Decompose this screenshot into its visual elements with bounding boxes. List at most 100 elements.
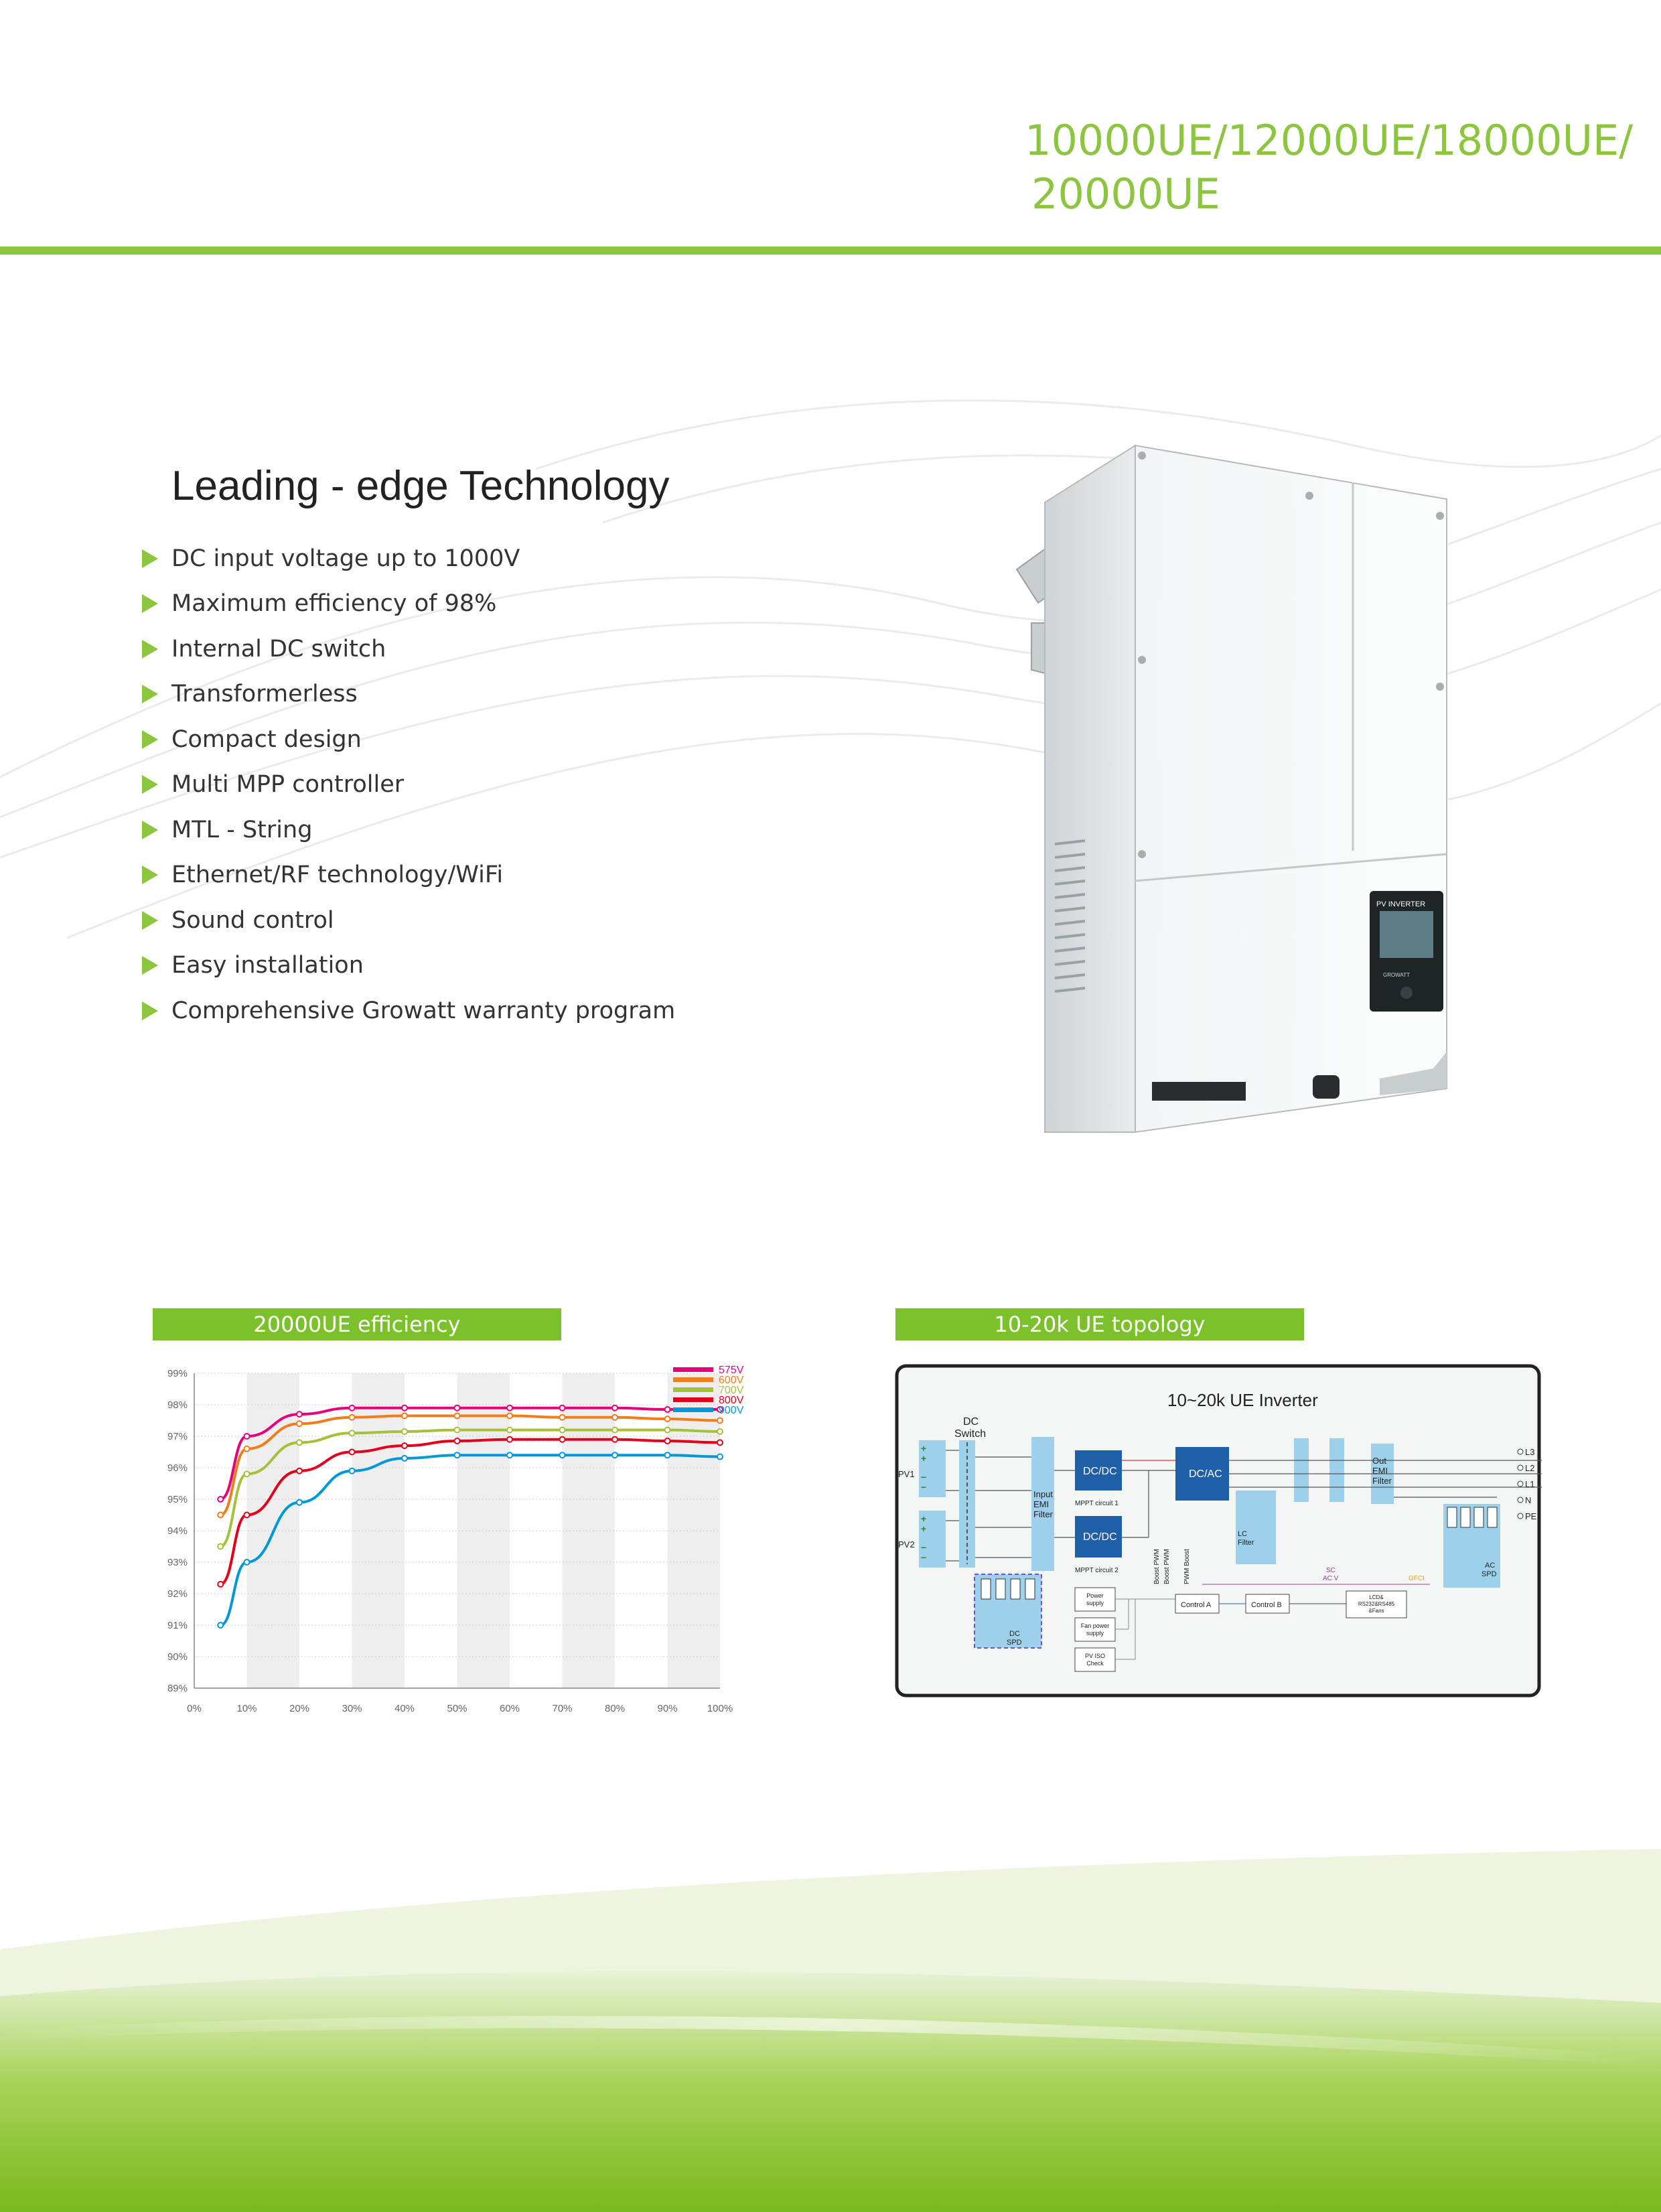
terminal-label: L2 <box>1525 1463 1534 1473</box>
svg-text:−: − <box>921 1542 926 1553</box>
inverter-product-image: PV INVERTER GROWATT <box>1015 444 1447 1133</box>
dcdc-label-1: DC/DC <box>1083 1466 1117 1477</box>
data-point <box>453 1452 461 1459</box>
fan-supply-box <box>1074 1617 1116 1642</box>
svg-text:+: + <box>921 1453 926 1464</box>
dcdc-block-2 <box>1075 1516 1122 1558</box>
terminal-dot <box>1517 1448 1524 1455</box>
data-point <box>453 1426 461 1434</box>
y-tick-label: 90% <box>167 1651 188 1663</box>
gfci-label: GFCI <box>1409 1575 1425 1582</box>
legend-swatch <box>673 1397 713 1402</box>
y-tick-label: 92% <box>167 1588 188 1600</box>
legend-label: 600V <box>719 1375 744 1386</box>
x-tick-label: 10% <box>236 1703 257 1714</box>
data-point <box>664 1426 671 1434</box>
legend-label: 575V <box>719 1365 744 1376</box>
data-point <box>559 1436 566 1443</box>
data-point <box>243 1433 250 1440</box>
series-line <box>220 1414 721 1517</box>
data-point <box>506 1426 513 1434</box>
data-point <box>296 1439 303 1446</box>
feature-item: Sound control <box>142 898 675 943</box>
data-point <box>243 1559 250 1566</box>
topology-label-bar: 10-20k UE topology <box>895 1308 1304 1340</box>
efficiency-label-bar: 20000UE efficiency <box>153 1308 561 1340</box>
feature-text: MTL - String <box>171 816 313 843</box>
data-point <box>611 1426 618 1434</box>
data-point <box>559 1452 566 1459</box>
bullet-triangle-icon <box>142 730 158 749</box>
data-point <box>664 1452 671 1459</box>
data-point <box>717 1439 723 1446</box>
data-point <box>348 1467 356 1474</box>
svg-text:−: − <box>921 1552 926 1563</box>
lc-filter-block <box>1236 1491 1276 1564</box>
feature-list: DC input voltage up to 1000V Maximum eff… <box>142 536 675 1034</box>
y-tick-label: 93% <box>167 1557 188 1568</box>
model-title: 10000UE/12000UE/18000UE/ 20000UE <box>1025 114 1633 221</box>
data-point <box>348 1413 356 1421</box>
chart-grid <box>194 1373 720 1689</box>
y-tick-label: 89% <box>167 1683 188 1694</box>
data-point <box>559 1426 566 1434</box>
terminal-label: N <box>1525 1495 1531 1505</box>
pv2-terminal-block <box>919 1511 946 1568</box>
features-heading: Leading - edge Technology <box>171 463 670 509</box>
series-line <box>220 1428 721 1548</box>
y-tick-label: 98% <box>167 1399 188 1411</box>
power-supply-box <box>1074 1587 1116 1612</box>
svg-text:+: + <box>921 1523 926 1534</box>
comm-box <box>1346 1590 1407 1618</box>
legend-swatch <box>673 1367 713 1372</box>
bullet-triangle-icon <box>142 910 158 930</box>
bullet-triangle-icon <box>142 956 158 975</box>
x-tick-label: 30% <box>342 1703 362 1714</box>
header-rule <box>0 247 1661 255</box>
x-tick-label: 20% <box>289 1703 309 1714</box>
data-point <box>217 1622 224 1629</box>
feature-item: DC input voltage up to 1000V <box>142 536 675 581</box>
brand-label: GROWATT <box>1383 972 1410 978</box>
feature-text: Transformerless <box>171 681 358 708</box>
data-point <box>611 1404 618 1411</box>
data-point <box>217 1543 224 1550</box>
data-point <box>559 1404 566 1411</box>
y-tick-label: 99% <box>167 1368 188 1379</box>
data-point <box>401 1428 408 1435</box>
data-point <box>453 1404 461 1411</box>
data-point <box>401 1404 408 1411</box>
feature-item: Easy installation <box>142 943 675 989</box>
x-tick-label: 40% <box>394 1703 415 1714</box>
x-tick-label: 100% <box>707 1703 733 1714</box>
x-tick-label: 0% <box>187 1703 202 1714</box>
efficiency-chart: 89%90%91%92%93%94%95%96%97%98%99%0%10%20… <box>167 1365 744 1714</box>
data-point <box>401 1412 408 1420</box>
data-point <box>453 1412 461 1420</box>
data-point <box>217 1580 224 1588</box>
data-point <box>296 1467 303 1474</box>
y-tick-label: 97% <box>167 1431 188 1442</box>
x-tick-label: 70% <box>552 1703 572 1714</box>
bullet-triangle-icon <box>142 594 158 614</box>
terminal-dot <box>1517 1480 1524 1487</box>
model-title-line2: 20000UE <box>1031 169 1220 218</box>
data-point <box>717 1417 723 1424</box>
bullet-triangle-icon <box>142 549 158 568</box>
pwm-label-2: Boost PWM <box>1163 1549 1171 1584</box>
relay-block-1 <box>1294 1438 1309 1502</box>
feature-text: Internal DC switch <box>171 635 386 663</box>
dcdc-block-1 <box>1075 1450 1122 1491</box>
feature-text: Ethernet/RF technology/WiFi <box>171 861 504 889</box>
chart-series <box>217 1404 723 1629</box>
data-point <box>664 1406 671 1413</box>
chart-band <box>562 1373 615 1688</box>
feature-text: Easy installation <box>171 952 364 979</box>
bullet-triangle-icon <box>142 775 158 794</box>
data-point <box>296 1499 303 1506</box>
